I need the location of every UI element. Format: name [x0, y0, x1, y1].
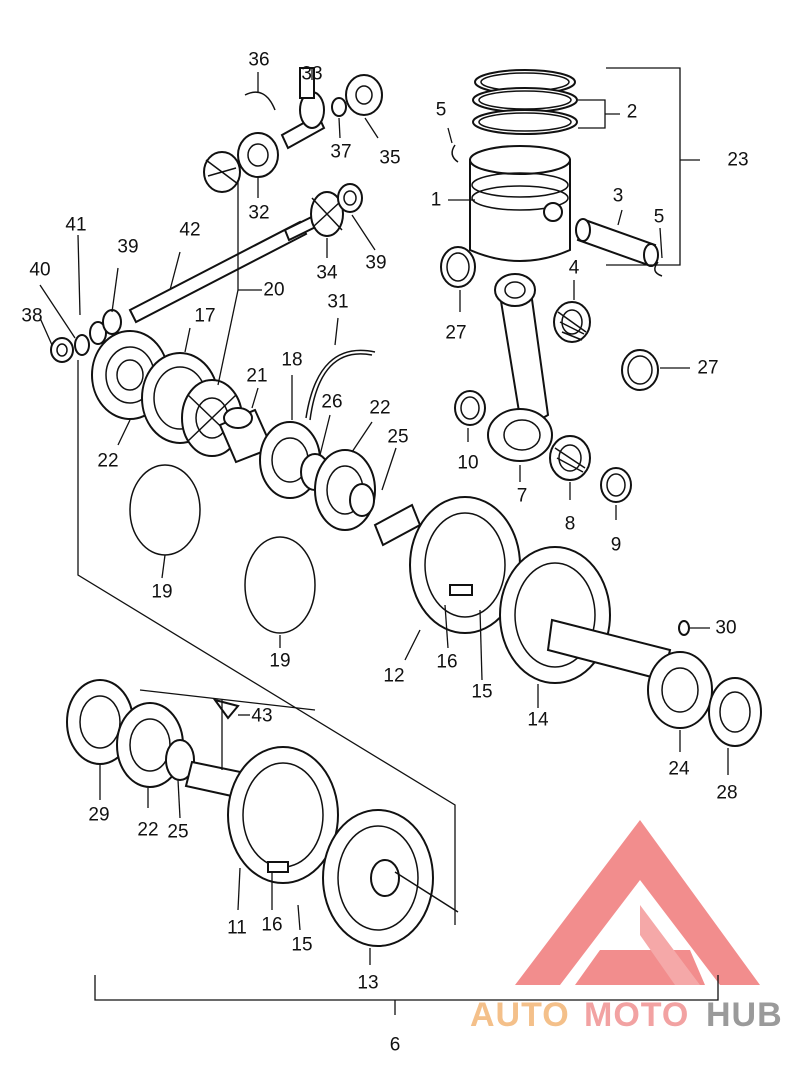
callout-5-right: 5 [654, 207, 665, 228]
callout-10: 10 [457, 453, 478, 474]
seal-25-lower [165, 739, 195, 781]
callout-15-lower: 15 [291, 935, 312, 956]
callout-32: 32 [248, 203, 269, 224]
callout-23: 23 [727, 150, 748, 171]
circlip-19-lower [244, 536, 316, 634]
callout-29: 29 [88, 805, 109, 826]
circlip-36 [244, 91, 276, 111]
washer-27b [621, 349, 659, 391]
watermark-moto: MOTO [584, 996, 689, 1034]
callout-8: 8 [565, 514, 576, 535]
washer-40 [74, 334, 90, 356]
bearing-32 [237, 132, 279, 178]
callout-17: 17 [194, 306, 215, 327]
callout-9: 9 [611, 535, 622, 556]
watermark-auto: AUTO [470, 996, 570, 1034]
washer-27a [440, 246, 476, 288]
callout-11: 11 [227, 918, 247, 939]
callout-43: 43 [251, 706, 272, 727]
crank-flywheel-12 [373, 496, 521, 634]
big-end-bearing [549, 435, 591, 481]
leader-lines [39, 67, 729, 1015]
thrust-washer-10 [454, 390, 486, 426]
callout-16-upper: 16 [436, 652, 457, 673]
washer-37 [331, 97, 347, 117]
automotohub-watermark: AUTO MOTO HUB [470, 996, 783, 1034]
callout-31: 31 [327, 292, 348, 313]
connecting-rod [487, 273, 553, 462]
callout-22-left: 22 [97, 451, 118, 472]
callout-19-lower: 19 [269, 651, 290, 672]
crank-pin-16-lower [267, 861, 289, 873]
crank-flywheel-13 [322, 809, 459, 947]
bearing-24 [647, 651, 713, 729]
crank-pin-16 [449, 584, 473, 596]
callout-14: 14 [527, 710, 549, 731]
piston-pin [575, 218, 659, 267]
callout-21: 21 [246, 366, 267, 387]
thrust-washer-9 [600, 467, 632, 503]
watermark-hub: HUB [706, 996, 783, 1034]
callout-12: 12 [383, 666, 404, 687]
callout-5-left: 5 [436, 100, 447, 121]
bevel-gear-small [203, 151, 241, 193]
woodruff-key-43 [212, 698, 240, 720]
seal-25 [349, 483, 375, 517]
callout-25-lower: 25 [167, 822, 188, 843]
oil-pump-drive-gear [280, 67, 326, 150]
callout-20: 20 [263, 280, 284, 301]
callout-33: 33 [301, 64, 322, 85]
callout-18: 18 [281, 350, 302, 371]
callout-27-right: 27 [697, 358, 718, 379]
callout-24: 24 [668, 759, 690, 780]
callout-7: 7 [517, 486, 528, 507]
automotohub-logo-mark [515, 820, 760, 985]
callout-28: 28 [716, 783, 737, 804]
piston-pin-clip [451, 144, 663, 277]
callout-13: 13 [357, 973, 378, 994]
crank-flywheel-11 [227, 746, 339, 884]
callout-34: 34 [316, 263, 338, 284]
bearing-35 [345, 74, 383, 116]
circlip-19-upper [129, 464, 201, 556]
callout-22-center: 22 [369, 398, 390, 419]
output-shaft [128, 206, 336, 324]
seal-28 [708, 677, 762, 747]
callout-4: 4 [569, 258, 580, 279]
circlip-31 [305, 349, 376, 421]
pin-30 [678, 620, 690, 636]
callout-25-upper: 25 [387, 427, 408, 448]
callout-39-upper: 39 [365, 253, 386, 274]
small-end-bearing [553, 301, 591, 343]
callout-6: 6 [390, 1035, 401, 1056]
callout-40: 40 [29, 260, 50, 281]
washer-41 [89, 321, 107, 345]
callout-labels: 1 2 3 4 5 5 6 7 8 9 10 11 12 13 14 15 15… [21, 50, 748, 1056]
bearing-39-upper [337, 183, 363, 213]
callout-26: 26 [321, 392, 342, 413]
piston-ring-set [472, 69, 578, 135]
callout-22-lower: 22 [137, 820, 158, 841]
callout-2: 2 [627, 102, 638, 123]
callout-27-left: 27 [445, 323, 466, 344]
piston [469, 145, 571, 262]
callout-39-lower: 39 [117, 237, 138, 258]
callout-1: 1 [431, 190, 442, 211]
bearing-39-lower [102, 309, 122, 335]
callout-35: 35 [379, 148, 400, 169]
callout-38: 38 [21, 306, 42, 327]
callout-30: 30 [715, 618, 736, 639]
bevel-gear-34 [310, 191, 344, 237]
callout-42: 42 [179, 220, 200, 241]
callout-37: 37 [330, 142, 351, 163]
callout-15-upper: 15 [471, 682, 492, 703]
callout-41: 41 [65, 215, 86, 236]
callout-3: 3 [613, 186, 624, 207]
callout-16-lower: 16 [261, 915, 282, 936]
callout-36: 36 [248, 50, 269, 71]
callout-19-upper: 19 [151, 582, 172, 603]
nut-38 [50, 337, 74, 363]
